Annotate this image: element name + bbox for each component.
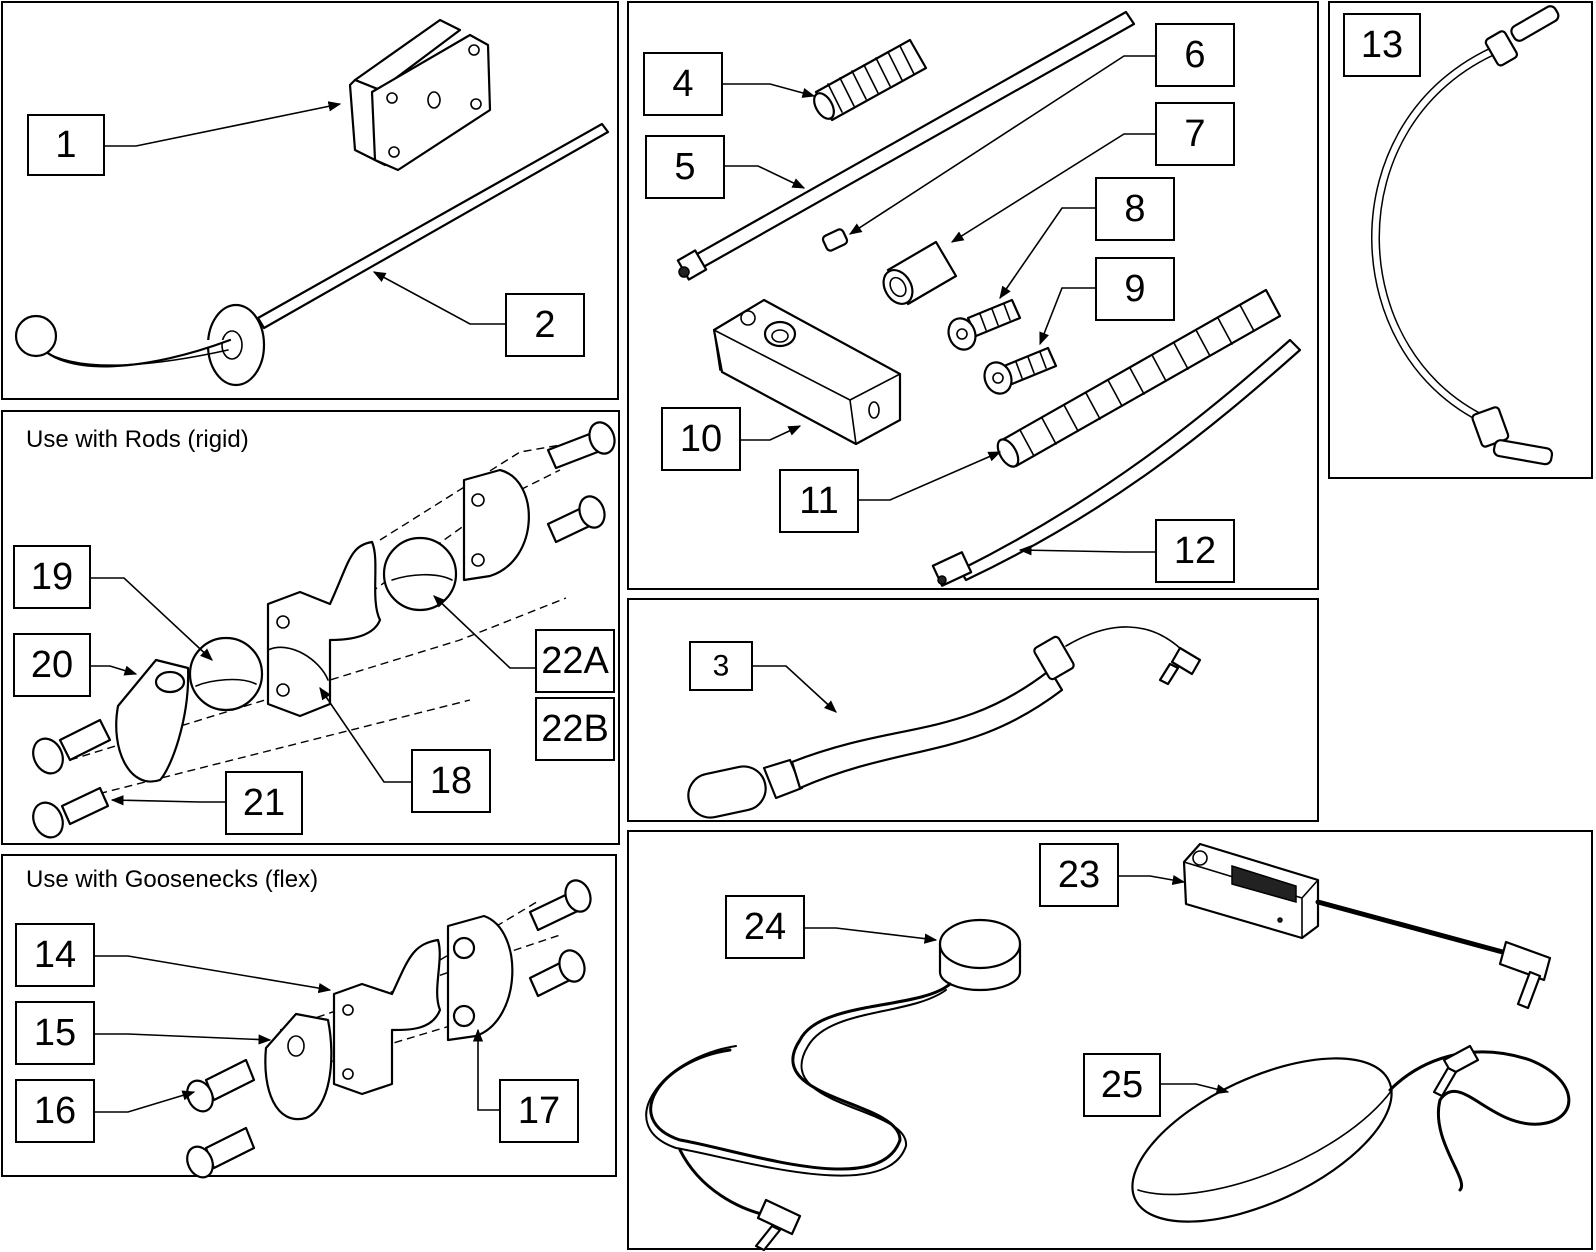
- set-screw-part: [821, 228, 849, 252]
- end-clamp-right-part: [462, 468, 530, 582]
- cable-with-lugs-part: [1371, 5, 1560, 466]
- gooseneck-switch-part: [687, 626, 1202, 819]
- callout-3: 3: [689, 641, 753, 691]
- callout-6: 6: [1155, 23, 1235, 87]
- mounting-plate-part: [348, 18, 492, 172]
- sleeve-part: [882, 240, 958, 306]
- sensor-switch-23-part: [1182, 842, 1552, 1010]
- svg-text:23: 23: [1058, 854, 1100, 896]
- panel-cable: [1328, 1, 1593, 479]
- callout-4: 4: [643, 52, 723, 116]
- svg-text:7: 7: [1184, 113, 1205, 155]
- long-rod-part: [676, 10, 1136, 281]
- svg-text:11: 11: [799, 480, 838, 522]
- rods-clamp-assembly: [32, 421, 616, 839]
- svg-text:9: 9: [1124, 268, 1145, 310]
- svg-text:22B: 22B: [541, 708, 609, 750]
- svg-text:15: 15: [34, 1012, 76, 1054]
- svg-text:16: 16: [34, 1090, 76, 1132]
- callout-19: 19: [13, 545, 91, 609]
- panel-gooseneck-switch: [627, 598, 1319, 822]
- panel-mount-rod: [1, 1, 619, 400]
- panel-rods-hardware: [627, 1, 1319, 590]
- svg-text:18: 18: [430, 760, 472, 802]
- split-ball-22a-part: [382, 536, 458, 612]
- socket-screw-8-part: [947, 298, 1022, 351]
- svg-text:8: 8: [1124, 188, 1145, 230]
- callout-10: 10: [661, 407, 741, 471]
- callout-14: 14: [15, 923, 95, 987]
- svg-text:3: 3: [713, 650, 730, 683]
- socket-screw-21-part: [32, 718, 112, 839]
- puck-switch-24-part: [645, 918, 1022, 1252]
- callout-21: 21: [225, 771, 303, 835]
- callout-25: 25: [1083, 1053, 1161, 1117]
- svg-text:10: 10: [680, 418, 722, 460]
- svg-text:17: 17: [518, 1090, 560, 1132]
- center-clamp-18-part: [266, 540, 382, 718]
- panel-switches: [627, 830, 1593, 1250]
- flex-tube-part: [931, 338, 1302, 587]
- callout-11: 11: [779, 469, 859, 533]
- callout-5: 5: [645, 135, 725, 199]
- callout-12: 12: [1155, 519, 1235, 583]
- panel-goosenecks-flex: [1, 854, 617, 1177]
- callout-2: 2: [505, 293, 585, 357]
- svg-text:21: 21: [243, 782, 285, 824]
- svg-text:12: 12: [1174, 530, 1216, 572]
- rods-panel-title: Use with Rods (rigid): [26, 426, 249, 453]
- callout-18: 18: [411, 749, 491, 813]
- callout-8: 8: [1095, 177, 1175, 241]
- svg-text:19: 19: [31, 556, 73, 598]
- callout-23: 23: [1039, 843, 1119, 907]
- callout-17: 17: [499, 1079, 579, 1143]
- svg-text:2: 2: [534, 304, 555, 346]
- svg-text:25: 25: [1101, 1064, 1143, 1106]
- svg-text:24: 24: [744, 906, 786, 948]
- pad-switch-25-part: [1131, 1044, 1571, 1223]
- svg-text:1: 1: [55, 124, 76, 166]
- svg-text:13: 13: [1361, 24, 1403, 66]
- end-clamp-20-part: [115, 658, 190, 783]
- svg-text:20: 20: [31, 644, 73, 686]
- callout-16: 16: [15, 1079, 95, 1143]
- goosenecks-clamp-assembly: [186, 879, 592, 1179]
- svg-text:14: 14: [34, 934, 76, 976]
- panel-rods-rigid: [1, 410, 620, 845]
- callout-13: 13: [1343, 13, 1421, 77]
- callout-15: 15: [15, 1001, 95, 1065]
- callout-1: 1: [27, 114, 105, 176]
- callout-7: 7: [1155, 102, 1235, 166]
- callout-9: 9: [1095, 257, 1175, 321]
- spring-part: [813, 38, 928, 122]
- rod-with-ball-part: [14, 122, 610, 387]
- clamp-block-part: [712, 298, 902, 446]
- spiral-wrap-part: [996, 288, 1282, 468]
- svg-text:22A: 22A: [541, 640, 609, 682]
- socket-screw-9-part: [983, 346, 1058, 395]
- svg-text:4: 4: [672, 63, 693, 105]
- callout-24: 24: [725, 895, 805, 959]
- callout-22a: 22A: [535, 629, 615, 693]
- callout-20: 20: [13, 633, 91, 697]
- goosenecks-panel-title: Use with Goosenecks (flex): [26, 866, 318, 893]
- svg-text:5: 5: [674, 146, 695, 188]
- callout-22b: 22B: [535, 697, 615, 761]
- svg-text:6: 6: [1184, 34, 1205, 76]
